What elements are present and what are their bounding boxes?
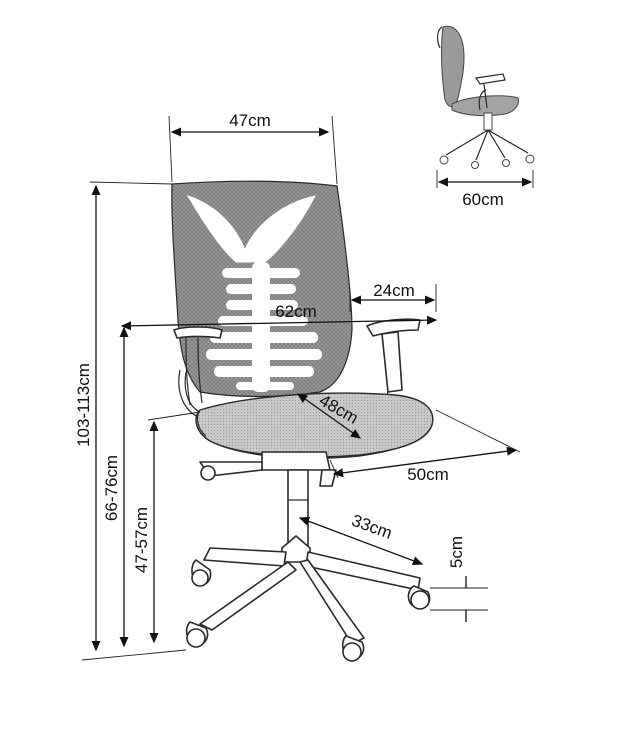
seat-height-dimension: 47-57cm	[132, 411, 201, 644]
five-star-base	[199, 535, 421, 645]
side-depth-label: 60cm	[462, 190, 504, 209]
armrest-length-dimension: 24cm	[349, 281, 437, 312]
left-armrest	[173, 326, 223, 339]
side-depth-dimension: 60cm	[436, 170, 534, 209]
side-view-chair	[436, 25, 535, 169]
backrest-width-dimension: 47cm	[168, 111, 338, 185]
seat-cushion	[195, 392, 434, 458]
caster-height-label: 5cm	[447, 536, 466, 568]
base-radius-label: 33cm	[349, 511, 395, 543]
main-chair	[171, 180, 434, 662]
casters	[185, 559, 431, 662]
overall-height-label: 103-113cm	[74, 363, 93, 447]
ground-line	[81, 649, 187, 661]
armrest-length-label: 24cm	[373, 281, 415, 300]
overall-height-dimension: 103-113cm	[74, 181, 173, 652]
seat-height-label: 47-57cm	[132, 507, 151, 573]
armrest-height-label: 66-76cm	[102, 455, 121, 521]
overall-width-dimension: 62cm	[120, 302, 438, 331]
backrest-width-label: 47cm	[229, 111, 271, 130]
seat-width-label: 50cm	[407, 465, 449, 484]
caster-height-dimension: 5cm	[430, 536, 488, 622]
overall-width-label: 62cm	[275, 302, 317, 321]
armrest-height-dimension: 66-76cm	[102, 326, 129, 648]
seat-width-dimension: 50cm	[329, 409, 521, 484]
